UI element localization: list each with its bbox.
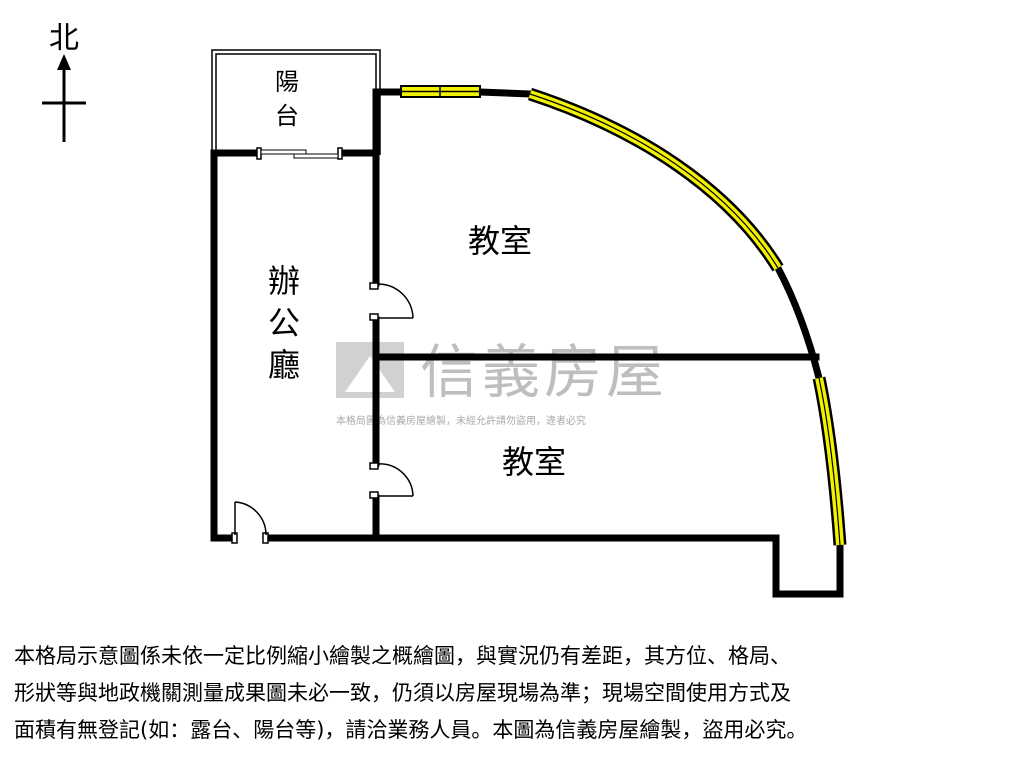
- door-entrance: [231, 501, 269, 544]
- disclaimer: 本格局示意圖係未依一定比例縮小繪製之概繪圖，與實況仍有差距，其方位、格局、 形狀…: [14, 638, 1014, 749]
- door-lower: [369, 462, 414, 499]
- classroom-upper-label: 教室: [468, 222, 532, 260]
- office-label-char3: 廳: [268, 346, 300, 384]
- disclaimer-line3: 面積有無登記(如：露台、陽台等)，請洽業務人員。本圖為信義房屋繪製，盜用必究。: [14, 718, 808, 742]
- balcony-label-line1: 陽: [275, 68, 299, 96]
- balcony-label-line2: 台: [275, 102, 299, 130]
- office-label-char2: 公: [268, 304, 300, 342]
- watermark-notice: 本格局圖為信義房屋繪製，未經允許請勿盜用，違者必究: [336, 414, 586, 427]
- door-upper: [369, 282, 414, 321]
- watermark-brand: 信義房屋: [420, 338, 668, 406]
- classroom-lower-label: 教室: [502, 443, 566, 481]
- north-label: 北: [49, 21, 79, 56]
- disclaimer-line2: 形狀等與地政機關測量成果圖未必一致，仍須以房屋現場為準；現場空間使用方式及: [14, 681, 791, 705]
- balcony-sliding-door: [256, 147, 343, 160]
- watermark-logo-icon: [336, 342, 404, 398]
- floor-plan: 信義房屋 本格局圖為信義房屋繪製，未經允許請勿盜用，違者必究 北: [42, 21, 847, 598]
- office-label-char1: 辦: [268, 262, 300, 300]
- walls: [210, 88, 844, 598]
- disclaimer-line1: 本格局示意圖係未依一定比例縮小繪製之概繪圖，與實況仍有差距，其方位、格局、: [14, 644, 791, 668]
- window-curve-upper: [527, 87, 784, 272]
- windows: [400, 85, 847, 546]
- watermark: 信義房屋 本格局圖為信義房屋繪製，未經允許請勿盜用，違者必究: [336, 338, 668, 427]
- north-arrow-icon: [42, 54, 86, 142]
